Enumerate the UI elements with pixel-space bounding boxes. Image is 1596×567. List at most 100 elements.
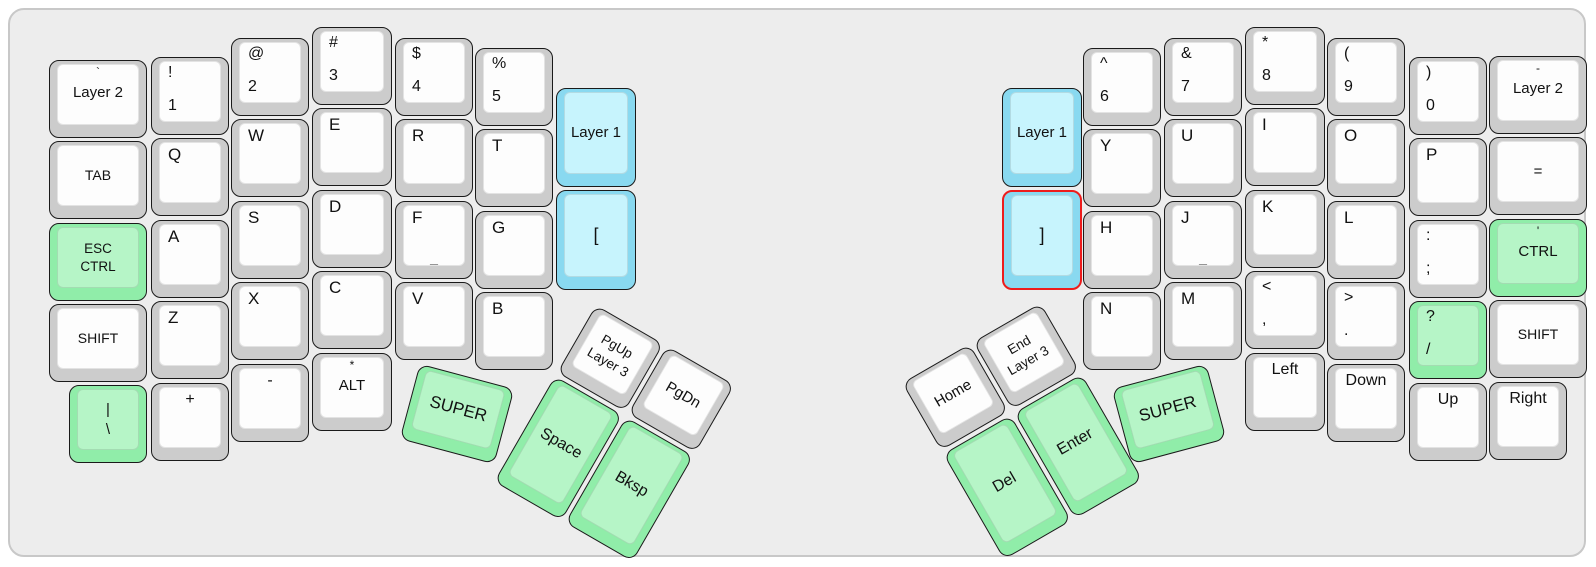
key-tab-cap: TAB xyxy=(57,145,139,206)
key-r[interactable]: R xyxy=(395,119,473,197)
key-label: E xyxy=(329,115,341,134)
key-u[interactable]: U xyxy=(1164,119,1242,197)
key-1[interactable]: !1 xyxy=(151,57,229,135)
key-y[interactable]: Y xyxy=(1083,129,1161,207)
key-3[interactable]: #3 xyxy=(312,27,392,105)
key-shift-right[interactable]: SHIFT xyxy=(1489,300,1587,378)
key-label: ( xyxy=(1344,45,1350,62)
key-c[interactable]: C xyxy=(312,271,392,349)
key-label: F xyxy=(412,208,423,227)
key-f[interactable]: F_ xyxy=(395,201,473,279)
key-up[interactable]: Up xyxy=(1409,383,1487,461)
key-label: = xyxy=(1533,162,1543,180)
key-super-right[interactable]: SUPER xyxy=(1111,363,1227,465)
key-lbracket[interactable]: [ xyxy=(556,190,636,290)
key-8[interactable]: *8 xyxy=(1245,27,1325,105)
key-label: . xyxy=(1344,322,1349,339)
key-l[interactable]: L xyxy=(1327,201,1405,279)
key-5[interactable]: %5 xyxy=(475,48,553,126)
key-period-cap: >. xyxy=(1335,286,1397,347)
key-p[interactable]: P xyxy=(1409,138,1487,216)
key-j-cap: J_ xyxy=(1172,205,1234,266)
key-star-alt[interactable]: *ALT xyxy=(312,353,392,431)
key-d-cap: D xyxy=(320,194,384,255)
key-right[interactable]: Right xyxy=(1489,382,1567,460)
key-question-slash[interactable]: ?/ xyxy=(1409,301,1487,379)
key-sublabel: - xyxy=(1536,61,1540,75)
key-comma-cap: <, xyxy=(1253,275,1317,336)
key-super-left-cap: SUPER xyxy=(410,369,506,450)
key-7[interactable]: &7 xyxy=(1164,38,1242,116)
key-9[interactable]: (9 xyxy=(1327,38,1405,116)
key-pipe-backslash-cap: |\ xyxy=(77,389,139,450)
key-minus[interactable]: - xyxy=(231,364,309,442)
key-d[interactable]: D xyxy=(312,190,392,268)
key-label: ! xyxy=(168,64,173,81)
key-label: 1 xyxy=(168,97,177,114)
key-9-cap: (9 xyxy=(1335,42,1397,103)
key-h[interactable]: H xyxy=(1083,211,1161,289)
key-layer1-right[interactable]: Layer 1 xyxy=(1002,88,1082,187)
key-left-cap: Left xyxy=(1253,357,1317,418)
key-period[interactable]: >. xyxy=(1327,282,1405,360)
key-label: S xyxy=(248,208,260,227)
key-label: PgDn xyxy=(662,378,704,412)
key-w[interactable]: W xyxy=(231,119,309,197)
key-pipe-backslash[interactable]: |\ xyxy=(69,385,147,463)
key-v[interactable]: V xyxy=(395,282,473,360)
key-0[interactable]: )0 xyxy=(1409,57,1487,135)
key-b[interactable]: B xyxy=(475,292,553,370)
key-label: | xyxy=(106,401,110,418)
key-minus-layer2[interactable]: -Layer 2 xyxy=(1489,56,1587,134)
key-g[interactable]: G xyxy=(475,211,553,289)
key-left[interactable]: Left xyxy=(1245,353,1325,431)
key-2[interactable]: @2 xyxy=(231,38,309,116)
key-n[interactable]: N xyxy=(1083,292,1161,370)
key-o[interactable]: O xyxy=(1327,119,1405,197)
key-layer1-left[interactable]: Layer 1 xyxy=(556,88,636,187)
key-label: U xyxy=(1181,126,1194,145)
key-label: 5 xyxy=(492,88,501,105)
key-semicolon[interactable]: :; xyxy=(1409,220,1487,298)
key-label: K xyxy=(1262,197,1274,216)
key-down[interactable]: Down xyxy=(1327,364,1405,442)
key-equals[interactable]: = xyxy=(1489,137,1587,215)
key-quote-ctrl[interactable]: 'CTRL xyxy=(1489,219,1587,297)
key-label: ^ xyxy=(1100,55,1108,72)
key-label: J xyxy=(1181,208,1190,227)
key-comma[interactable]: <, xyxy=(1245,271,1325,349)
key-a[interactable]: A xyxy=(151,220,229,298)
key-label: 2 xyxy=(248,78,257,95)
key-8-cap: *8 xyxy=(1253,31,1317,92)
key-rbracket[interactable]: ] xyxy=(1002,190,1082,290)
key-label: P xyxy=(1426,145,1438,164)
key-t-cap: T xyxy=(483,133,545,194)
key-x[interactable]: X xyxy=(231,282,309,360)
key-j[interactable]: J_ xyxy=(1164,201,1242,279)
key-label: SUPER xyxy=(427,392,490,426)
key-6[interactable]: ^6 xyxy=(1083,48,1161,126)
key-grave-layer2[interactable]: `Layer 2 xyxy=(49,60,147,138)
left-super-group: SUPER xyxy=(399,363,515,465)
key-label: I xyxy=(1262,115,1267,134)
key-tab[interactable]: TAB xyxy=(49,141,147,219)
key-i[interactable]: I xyxy=(1245,108,1325,186)
key-t[interactable]: T xyxy=(475,129,553,207)
key-label: CTRL xyxy=(1518,242,1558,260)
key-e[interactable]: E xyxy=(312,108,392,186)
key-a-cap: A xyxy=(159,224,221,285)
key-4[interactable]: $4 xyxy=(395,38,473,116)
key-label: CTRL xyxy=(80,258,116,274)
key-m[interactable]: M xyxy=(1164,282,1242,360)
key-plus[interactable]: + xyxy=(151,383,229,461)
key-star-alt-cap: *ALT xyxy=(320,357,384,418)
key-s[interactable]: S xyxy=(231,201,309,279)
key-k[interactable]: K xyxy=(1245,190,1325,268)
key-z[interactable]: Z xyxy=(151,301,229,379)
key-7-cap: &7 xyxy=(1172,42,1234,103)
key-shift-left[interactable]: SHIFT xyxy=(49,304,147,382)
key-q[interactable]: Q xyxy=(151,138,229,216)
key-super-left[interactable]: SUPER xyxy=(399,363,515,465)
